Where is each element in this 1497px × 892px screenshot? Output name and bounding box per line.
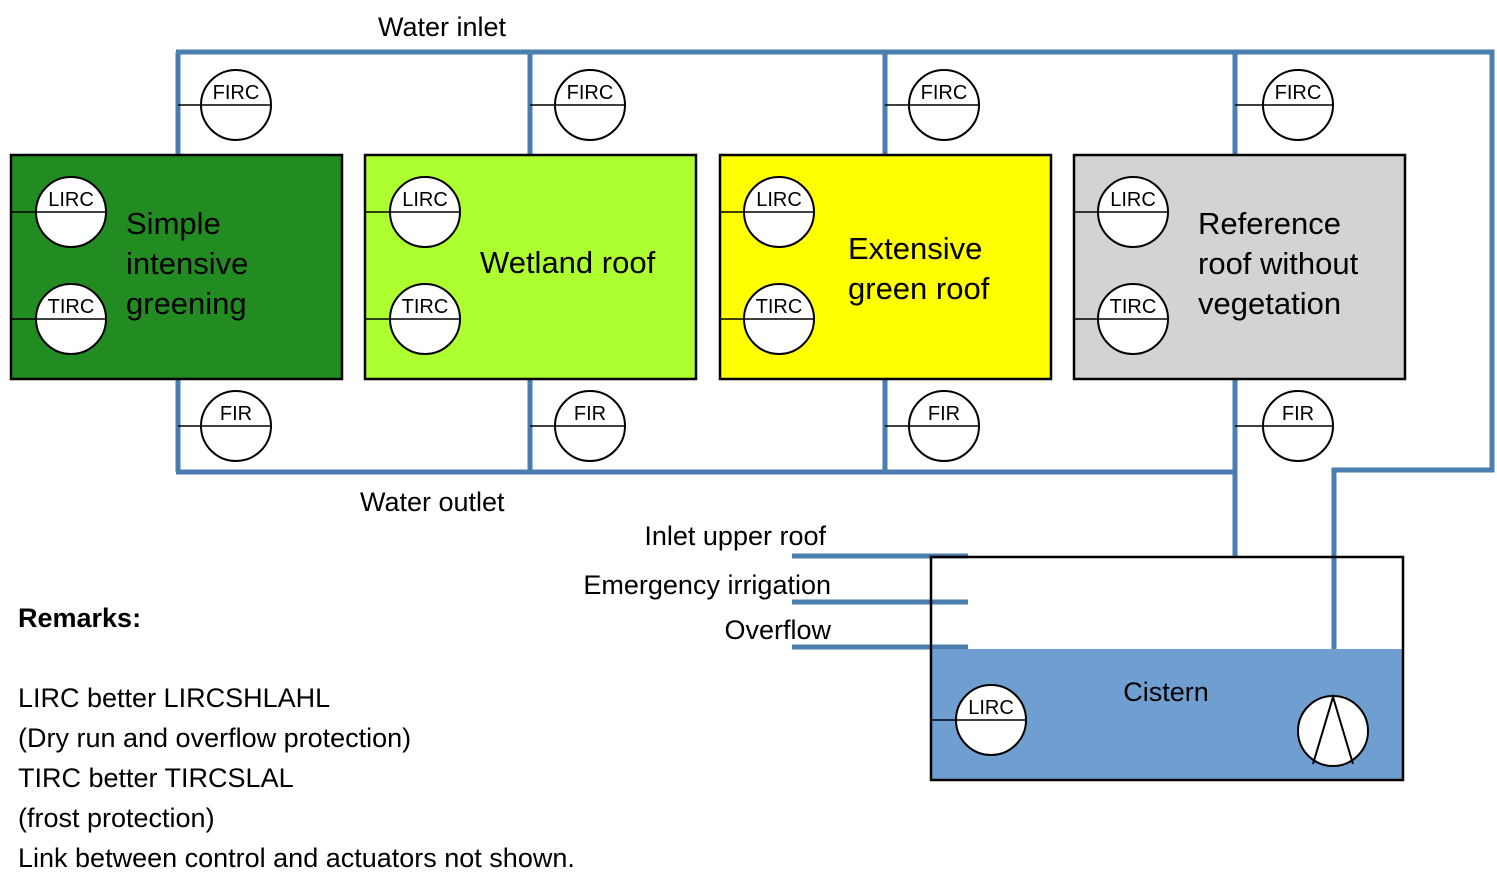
remark-line: Link between control and actuators not s…: [18, 843, 575, 873]
instrument-tag: FIRC: [567, 82, 614, 104]
inlet-header-pipe: [176, 49, 1495, 712]
instrument-tag: FIR: [220, 403, 252, 425]
pump-icon: [1297, 693, 1369, 767]
remark-line: (Dry run and overflow protection): [18, 723, 412, 753]
remark-line: (frost protection): [18, 803, 215, 833]
roof-label-reference: Reference roof without vegetation: [1198, 206, 1367, 321]
temperature-controller-4: TIRC: [1074, 283, 1169, 355]
instrument-tag: LIRC: [756, 189, 802, 211]
instrument-tag: FIR: [574, 403, 606, 425]
flow-controller-inlet-3: FIRC: [885, 69, 980, 141]
flow-indicator-outlet-4: FIR: [1235, 390, 1334, 462]
roof-label-wetland: Wetland roof: [480, 245, 656, 280]
flow-indicator-outlet-2: FIR: [530, 390, 626, 462]
instrument-tag: TIRC: [48, 296, 95, 318]
instrument-tag: TIRC: [1110, 296, 1157, 318]
pipes: [175, 49, 1495, 712]
temperature-controller-1: TIRC: [11, 283, 107, 355]
instrument-tag: FIR: [928, 403, 960, 425]
overflow-label: Overflow: [724, 615, 831, 645]
flow-controller-inlet-4: FIRC: [1235, 69, 1334, 141]
flow-indicator-outlet-1: FIR: [178, 390, 272, 462]
water-inlet-label: Water inlet: [378, 12, 507, 42]
instrument-tag: FIRC: [1275, 82, 1322, 104]
roof-label-extensive: Extensive green roof: [848, 231, 991, 306]
instrument-tag: FIRC: [921, 82, 968, 104]
level-controller-2: LIRC: [365, 176, 461, 248]
instrument-tag: LIRC: [402, 189, 448, 211]
instrument-tag: LIRC: [968, 697, 1014, 719]
level-controller-4: LIRC: [1074, 176, 1169, 248]
level-controller-3: LIRC: [720, 176, 815, 248]
instrument-tag: LIRC: [1110, 189, 1156, 211]
cistern-tank: [929, 555, 1405, 782]
flow-indicator-outlet-3: FIR: [885, 390, 980, 462]
cistern-label: Cistern: [1123, 677, 1209, 707]
instrument-bubbles: FIRC LIRC TIRC FIR FIRC LIRC TIRC FIR FIRC LIRC TI…: [11, 69, 1334, 756]
instrument-tag: FIR: [1282, 403, 1314, 425]
instrument-tag: LIRC: [48, 189, 94, 211]
roof-label-simple-intensive: Simple intensive greening: [126, 206, 257, 321]
remark-line: LIRC better LIRCSHLAHL: [18, 683, 331, 713]
level-controller-1: LIRC: [11, 176, 107, 248]
temperature-controller-2: TIRC: [365, 283, 461, 355]
flow-controller-inlet-2: FIRC: [530, 69, 626, 141]
remarks-title: Remarks:: [18, 603, 142, 633]
flow-controller-inlet-1: FIRC: [178, 69, 272, 141]
cistern-level-controller: LIRC: [931, 684, 1027, 756]
instrument-tag: FIRC: [213, 82, 260, 104]
emergency-irrigation-label: Emergency irrigation: [583, 570, 831, 600]
instrument-tag: TIRC: [756, 296, 803, 318]
remark-line: TIRC better TIRCSLAL: [18, 763, 294, 793]
instrument-tag: TIRC: [402, 296, 449, 318]
temperature-controller-3: TIRC: [720, 283, 815, 355]
remarks-block: Remarks: LIRC better LIRCSHLAHL (Dry run…: [18, 598, 718, 878]
inlet-upper-roof-label: Inlet upper roof: [644, 521, 826, 551]
water-outlet-label: Water outlet: [360, 487, 505, 517]
